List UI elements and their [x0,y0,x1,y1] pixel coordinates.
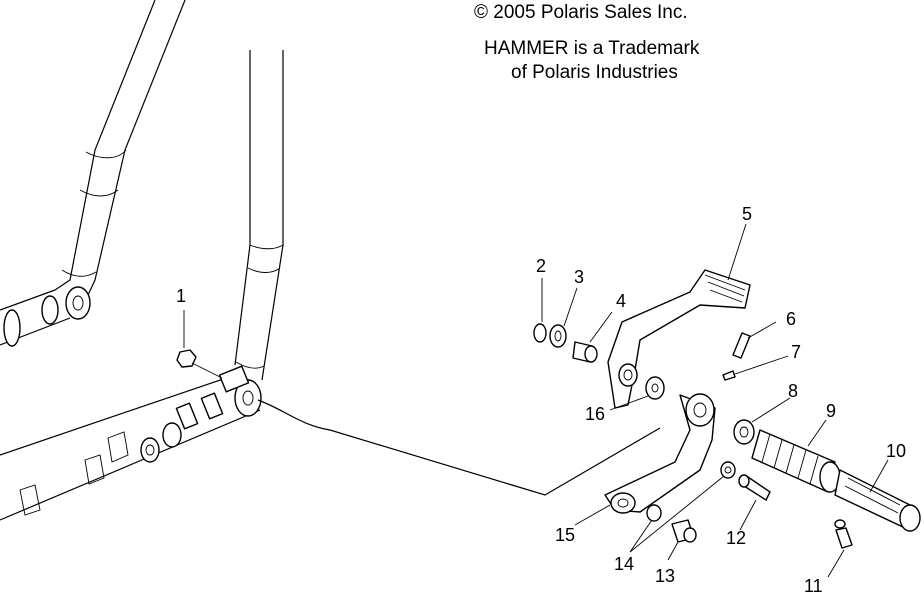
callout-15: 15 [555,525,575,545]
part-1-nut [176,310,223,379]
part-6-pin [732,321,777,359]
part-10-footpeg [834,459,921,532]
callout-9: 9 [826,401,836,421]
part-9-footpeg-rubber [751,419,841,493]
callout-2: 2 [536,256,546,276]
part-14-washers [629,461,736,553]
part-16-washer [609,376,665,411]
part-7-cotter-pin [722,355,789,381]
frame-assembly [0,0,661,521]
part-3-washer [549,287,578,348]
trademark-line-1: HAMMER is a Trademark [484,38,700,59]
callout-3: 3 [574,267,584,287]
callout-11: 11 [804,576,823,594]
part-5-brake-pedal [607,223,751,409]
trademark-line-2: of Polaris Industries [511,62,678,83]
part-12-bolt [738,474,771,531]
callout-12: 12 [726,528,746,548]
part-8-washer [733,397,791,445]
callout-7: 7 [791,342,801,362]
callout-8: 8 [788,381,798,401]
part-11-clevis-pin [827,519,853,578]
part-4-bushing [572,311,613,363]
part-13-shoulder-bolt [667,519,697,561]
callout-4: 4 [616,291,626,311]
callout-5: 5 [742,204,752,224]
part-2-snap-ring [533,278,547,343]
callout-14: 14 [614,554,634,574]
callout-1: 1 [176,286,186,306]
callout-13: 13 [655,566,675,586]
callout-16: 16 [585,404,605,424]
callout-6: 6 [786,309,796,329]
copyright-notice: © 2005 Polaris Sales Inc. [474,2,688,23]
part-15-shift-lever [574,393,716,526]
callout-labels: 1 2 3 4 5 6 7 8 9 10 11 12 13 14 15 16 [176,204,906,594]
callout-10: 10 [886,441,906,461]
